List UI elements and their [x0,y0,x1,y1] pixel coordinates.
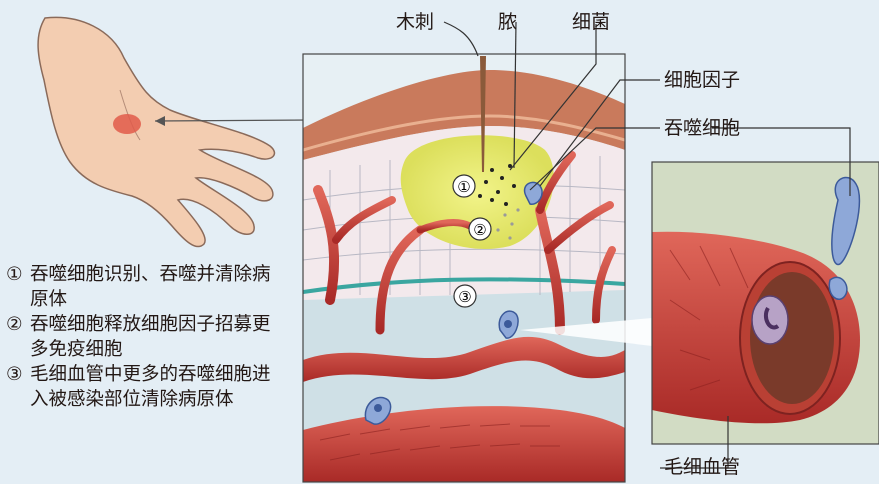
note-1: ① 吞噬细胞识别、吞噬并清除病原体 [6,262,296,312]
note-2-number: ② [6,312,30,362]
note-3-text: 毛细血管中更多的吞噬细胞进入被感染部位清除病原体 [30,362,288,412]
note-1-text: 吞噬细胞识别、吞噬并清除病原体 [30,262,288,312]
capillary-label: 毛细血管 [664,456,740,478]
bacteria-label: 细菌 [572,11,610,33]
hand-icon [38,17,274,246]
marker-3-text: ③ [458,288,471,306]
note-3: ③ 毛细血管中更多的吞噬细胞进入被感染部位清除病原体 [6,362,296,412]
capillary-inset [652,162,879,444]
marker-1-text: ① [457,178,470,196]
phagocyte-label: 吞噬细胞 [664,117,740,139]
tissue-cross-section [303,54,625,482]
marker-2-text: ② [473,221,486,239]
note-3-number: ③ [6,362,30,412]
cytokine-label: 细胞因子 [664,69,740,91]
note-1-number: ① [6,262,30,312]
note-2-text: 吞噬细胞释放细胞因子招募更多免疫细胞 [30,312,288,362]
splinter-label: 木刺 [396,11,434,33]
note-2: ② 吞噬细胞释放细胞因子招募更多免疫细胞 [6,312,296,362]
pus-label: 脓 [498,11,517,33]
explanation-list: ① 吞噬细胞识别、吞噬并清除病原体 ② 吞噬细胞释放细胞因子招募更多免疫细胞 ③… [6,262,296,412]
